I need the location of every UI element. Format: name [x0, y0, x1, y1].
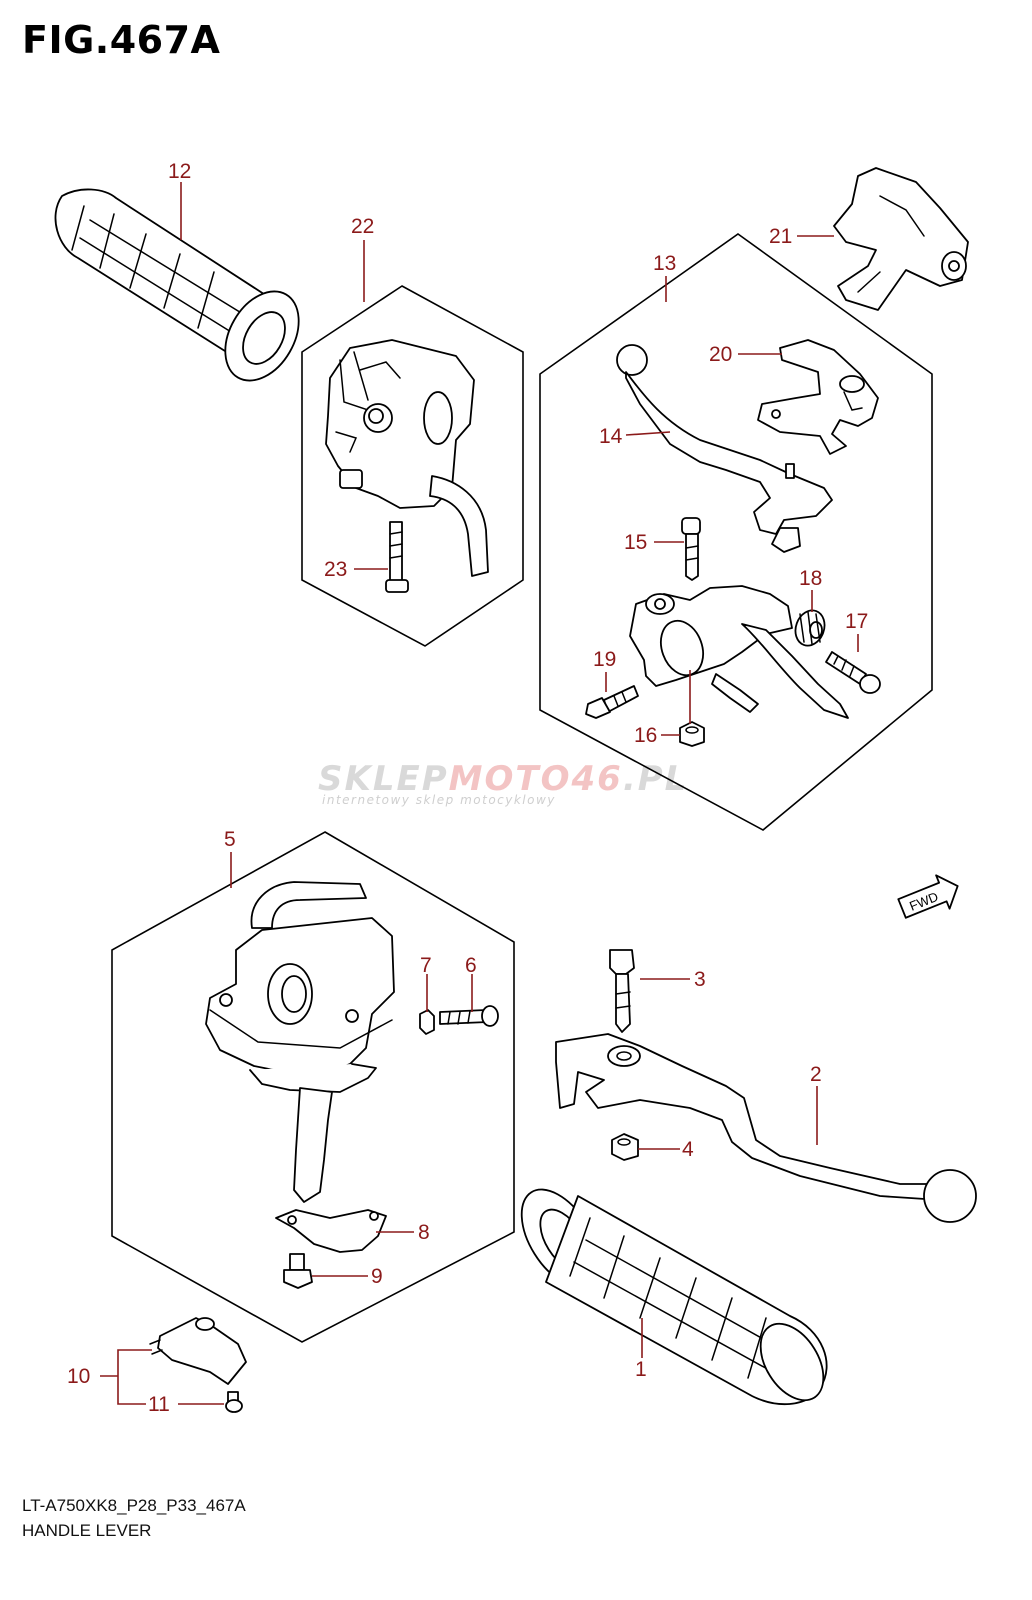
watermark-suffix: .PL [623, 759, 689, 799]
part-3-bolt[interactable] [609, 949, 635, 1033]
group-frame-13 [539, 233, 933, 831]
callout-22: 22 [351, 215, 374, 238]
part-17-bolt[interactable] [825, 651, 881, 694]
part-8-cover-plate[interactable] [275, 1209, 387, 1253]
part-11-screw[interactable] [225, 1391, 243, 1413]
callout-3: 3 [694, 968, 706, 991]
callout-leaders [100, 182, 859, 1405]
callout-1: 1 [635, 1358, 647, 1381]
callout-18: 18 [799, 567, 822, 590]
figure-title: FIG.467A [22, 18, 221, 62]
callout-4: 4 [682, 1138, 694, 1161]
figure-code: LT-A750XK8_P28_P33_467A [22, 1496, 246, 1515]
callout-5: 5 [224, 828, 236, 851]
callout-11: 11 [148, 1393, 170, 1416]
part-5-throttle-housing[interactable] [205, 881, 395, 1203]
callout-labels: 12 22 13 21 20 14 15 23 18 17 19 16 5 7 … [67, 160, 868, 1416]
part-21-lever-cover[interactable] [833, 167, 969, 311]
part-13-lever-holder[interactable] [629, 585, 849, 719]
part-6-screw[interactable] [439, 1005, 499, 1027]
callout-14: 14 [599, 425, 623, 448]
part-15-bolt[interactable] [681, 517, 701, 581]
watermark: SKLEPMOTO46.PL internetowy sklep motocyk… [318, 759, 688, 807]
svg-text:SKLEPMOTO46.PL: SKLEPMOTO46.PL [318, 759, 688, 799]
figure-name: HANDLE LEVER [22, 1521, 152, 1540]
part-14-brake-lever[interactable] [616, 344, 833, 553]
callout-21: 21 [769, 225, 792, 248]
watermark-sub: internetowy sklep motocyklowy [322, 793, 556, 807]
part-20-bracket[interactable] [757, 339, 879, 455]
part-2-lever[interactable] [555, 1033, 977, 1223]
part-19-bolt[interactable] [585, 685, 639, 719]
callout-10: 10 [67, 1365, 90, 1388]
watermark-main: SKLEP [318, 759, 449, 799]
callout-19: 19 [593, 648, 616, 671]
part-23-screw[interactable] [385, 521, 409, 593]
part-16-nut[interactable] [679, 721, 705, 747]
part-7-nut[interactable] [419, 1009, 435, 1035]
callout-16: 16 [634, 724, 657, 747]
callout-9: 9 [371, 1265, 383, 1288]
watermark-accent: MOTO46 [449, 759, 623, 799]
callout-12: 12 [168, 160, 191, 183]
callout-20: 20 [709, 343, 732, 366]
callout-17: 17 [845, 610, 868, 633]
callout-7: 7 [420, 954, 432, 977]
callout-23: 23 [324, 558, 347, 581]
callout-6: 6 [465, 954, 477, 977]
part-4-nut[interactable] [611, 1133, 639, 1161]
part-9-screw[interactable] [283, 1253, 313, 1289]
part-12-grip-left[interactable] [54, 188, 313, 393]
callout-15: 15 [624, 531, 647, 554]
fwd-arrow-icon: FWD [897, 874, 959, 919]
part-1-grip-right[interactable] [506, 1176, 836, 1411]
part-10-switch[interactable] [149, 1317, 247, 1600]
group-frame-5 [111, 831, 515, 1343]
figure-footer: LT-A750XK8_P28_P33_467A HANDLE LEVER [22, 1493, 246, 1543]
callout-8: 8 [418, 1221, 430, 1244]
callout-13: 13 [653, 252, 676, 275]
part-18-adjuster[interactable] [791, 606, 830, 649]
group-frame-22 [301, 285, 524, 647]
part-22-switch-assembly[interactable] [325, 339, 489, 577]
callout-2: 2 [810, 1063, 822, 1086]
